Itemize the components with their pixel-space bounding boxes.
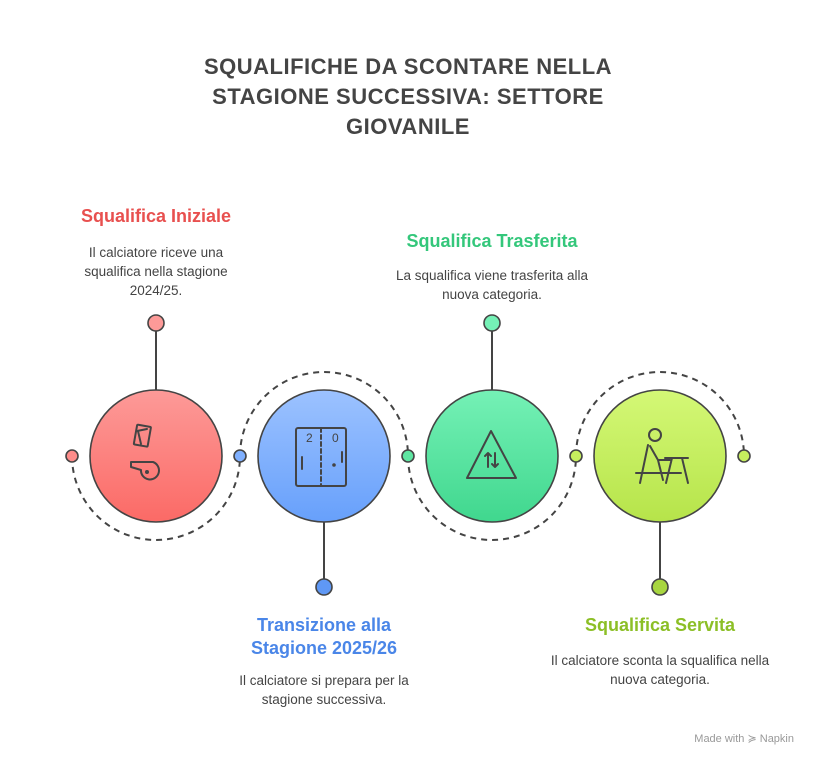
step-circle-4 [593, 389, 727, 523]
connector-arc [575, 371, 745, 457]
step-heading: Squalifica Trasferita [406, 231, 578, 251]
connector-arc [71, 455, 241, 541]
node-dot [401, 449, 415, 463]
node-dot [651, 578, 669, 596]
svg-text:2: 2 [306, 431, 313, 445]
node-dot [147, 314, 165, 332]
page-title: SQUALIFICHE DA SCONTARE NELLA STAGIONE S… [203, 54, 613, 139]
node-dot [483, 314, 501, 332]
node-dot [737, 449, 751, 463]
step-description: Il calciatore riceve una squalifica nell… [84, 245, 228, 298]
step-heading: Squalifica Servita [584, 615, 736, 635]
node-dot [65, 449, 79, 463]
step-circle-2 [257, 389, 391, 523]
whistle-cards-icon [130, 423, 160, 481]
transfer-warning-icon [466, 430, 517, 479]
node-dot [315, 578, 333, 596]
step-heading: Squalifica Iniziale [80, 206, 232, 226]
step-heading: Transizione alla Stagione 2025/26 [250, 615, 398, 658]
connector-arc [239, 371, 409, 457]
svg-text:0: 0 [332, 431, 339, 445]
step-description: La squalifica viene trasferita alla nuov… [395, 268, 589, 302]
person-at-desk-icon [635, 428, 689, 484]
step-circle-1 [89, 389, 223, 523]
node-dot [233, 449, 247, 463]
napkin-watermark: Made with ≽ Napkin [694, 733, 794, 745]
scoreboard-icon: 2 0 [295, 427, 347, 487]
step-description: Il calciatore si prepara per la stagione… [239, 673, 409, 707]
step-description: Il calciatore sconta la squalifica nella… [550, 653, 770, 687]
connector-arc [407, 455, 577, 541]
node-dot [569, 449, 583, 463]
